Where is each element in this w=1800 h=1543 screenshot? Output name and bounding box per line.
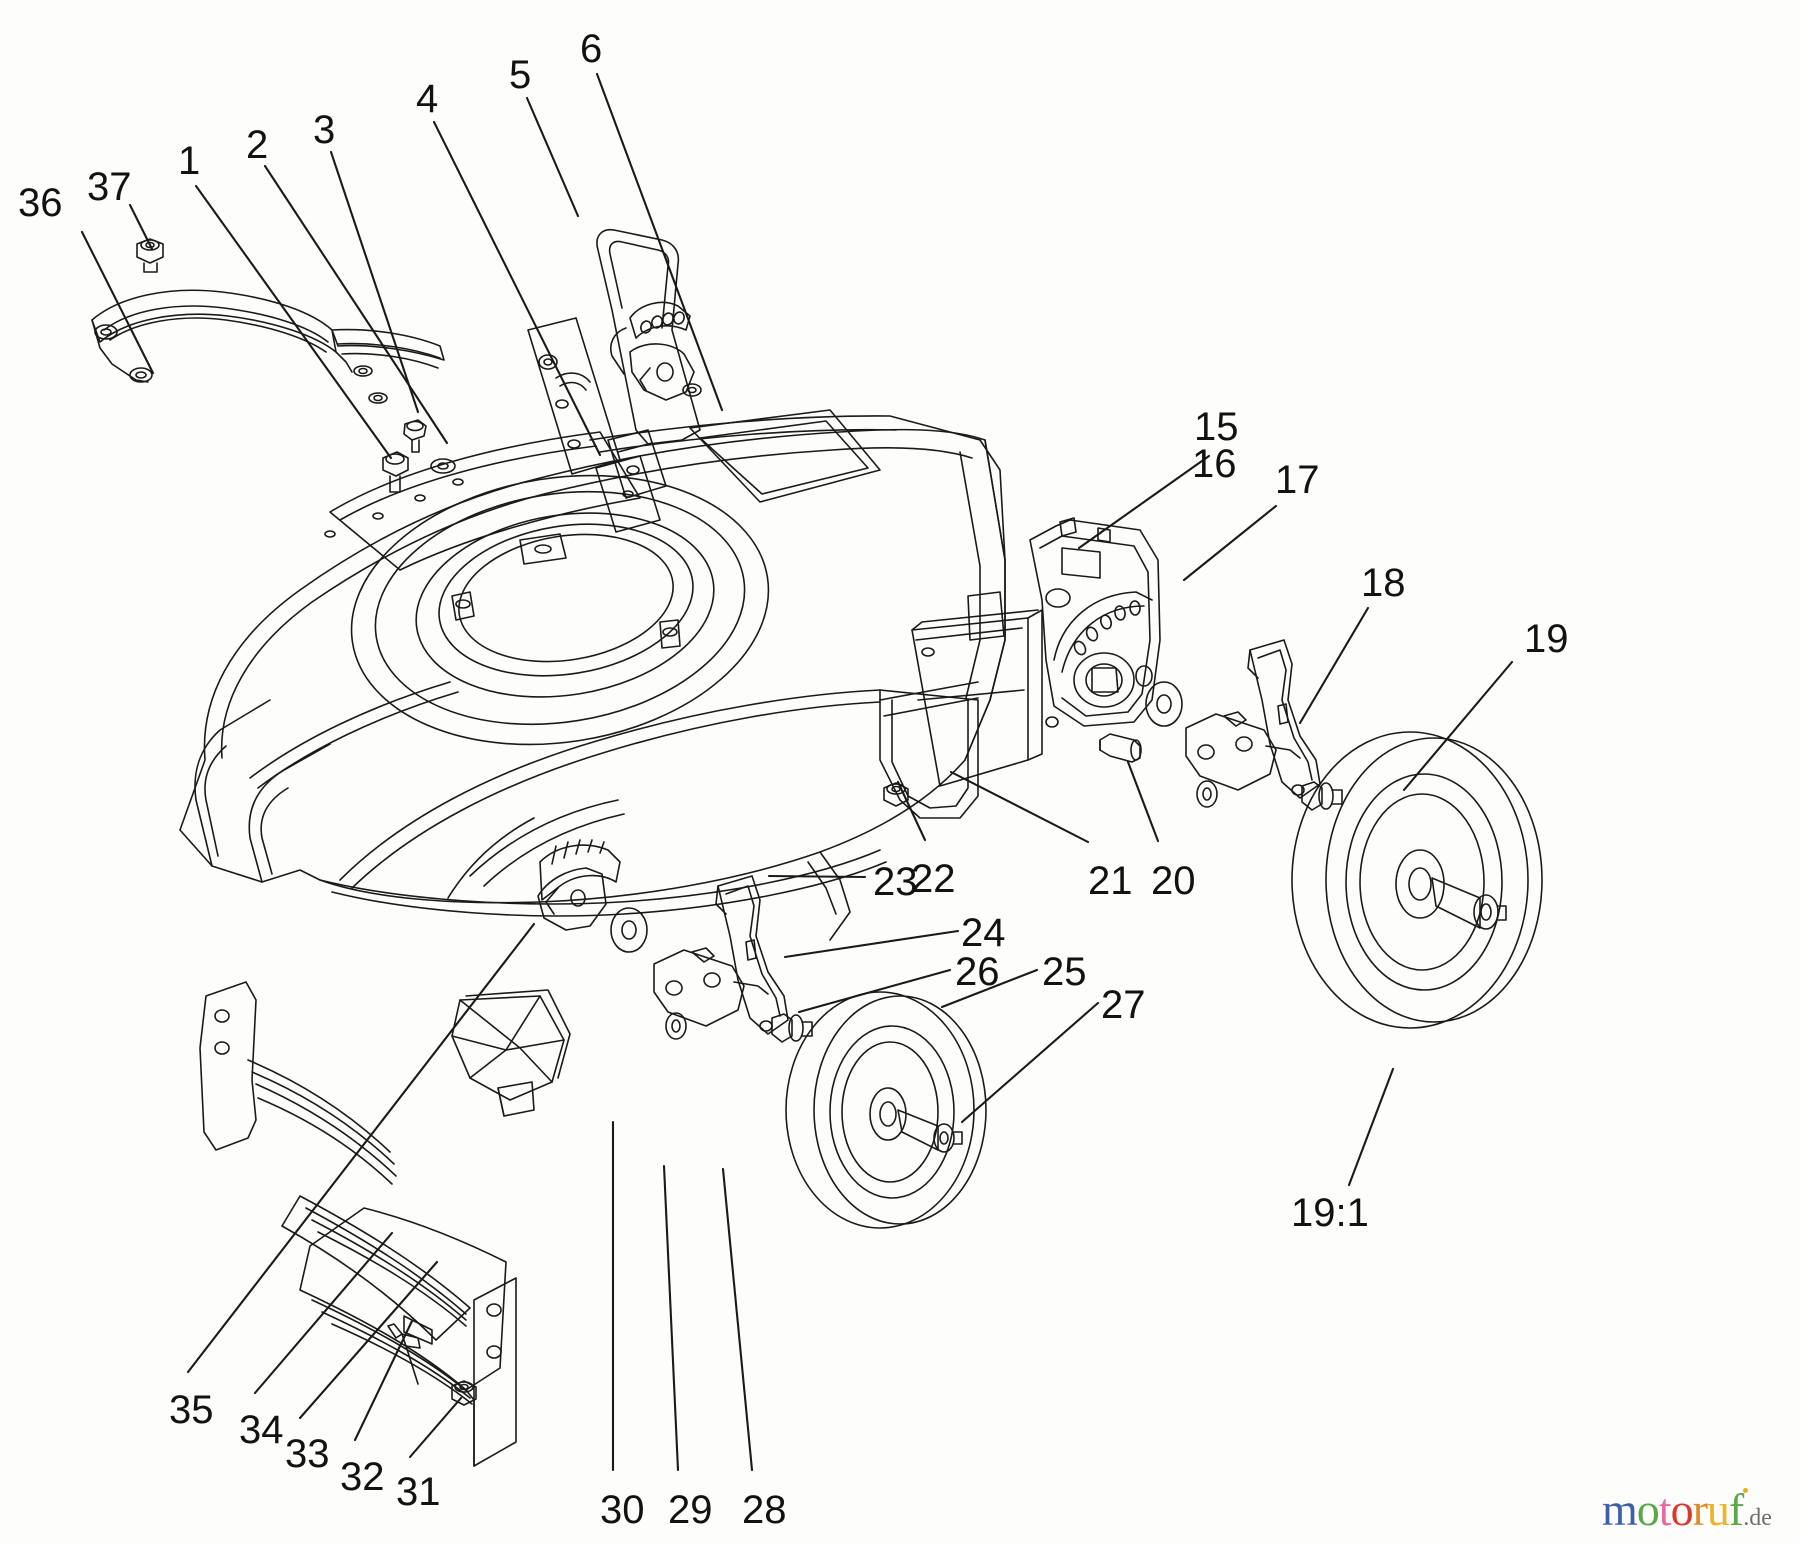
part-36-rear-bracket xyxy=(91,289,445,383)
mower-deck-housing xyxy=(179,409,1006,941)
part-6-mount-plate xyxy=(527,317,621,475)
callout-30: 30 xyxy=(600,1488,645,1532)
watermark-letter: f xyxy=(1729,1484,1748,1535)
callout-33: 33 xyxy=(285,1432,330,1476)
part-37-nut xyxy=(136,238,164,273)
part-22-nut xyxy=(883,782,909,807)
callout-32: 32 xyxy=(340,1455,385,1499)
part-31-nut xyxy=(451,1380,477,1406)
watermark-letter: u xyxy=(1706,1484,1730,1535)
watermark-letter: m xyxy=(1602,1484,1638,1535)
part-23-wheel-arm-left xyxy=(715,875,789,1035)
callout-4: 4 xyxy=(416,77,439,121)
watermark-letter: o xyxy=(1636,1484,1660,1535)
callout-27: 27 xyxy=(1101,983,1146,1027)
part-2-washer xyxy=(430,458,456,474)
part-small-washer-right xyxy=(1196,780,1218,808)
callout-16: 16 xyxy=(1192,442,1237,486)
part-29-small-washer xyxy=(665,1012,687,1040)
part-washer-right xyxy=(1145,681,1183,727)
callout-22: 22 xyxy=(911,857,956,901)
callout-26: 26 xyxy=(955,950,1000,994)
callout-34: 34 xyxy=(239,1408,284,1452)
mulch-plug-funnel xyxy=(451,989,571,1117)
watermark-letter: t xyxy=(1658,1484,1672,1535)
callout-36: 36 xyxy=(18,181,63,225)
callout-19-1: 19:1 xyxy=(1291,1191,1369,1235)
callout-3: 3 xyxy=(313,108,336,152)
part-bolt-right-wheel xyxy=(1301,781,1343,811)
callout-2: 2 xyxy=(246,123,269,167)
part-21-side-plate xyxy=(911,609,1043,787)
callout-29: 29 xyxy=(668,1488,713,1532)
callout-1: 1 xyxy=(178,139,201,183)
callout-25: 25 xyxy=(1042,950,1087,994)
part-17-wheel-bracket-arm xyxy=(1185,711,1301,791)
watermark-letter: o xyxy=(1670,1484,1694,1535)
callout-28: 28 xyxy=(742,1488,787,1532)
part-25-wheel-left xyxy=(785,991,987,1229)
callout-21: 21 xyxy=(1088,859,1133,903)
part-5-handle-bracket xyxy=(596,228,702,445)
callout-35: 35 xyxy=(169,1388,214,1432)
callout-19: 19 xyxy=(1524,617,1569,661)
callout-37: 37 xyxy=(87,165,132,209)
callout-20: 20 xyxy=(1151,859,1196,903)
part-35-curved-deflector xyxy=(199,981,397,1185)
leader-lines xyxy=(80,72,1514,1472)
part-19-wheel-right xyxy=(1291,731,1543,1029)
watermark-letter: r xyxy=(1692,1484,1708,1535)
part-32-screw xyxy=(387,1323,421,1385)
hardware-cluster-small xyxy=(353,365,388,404)
part-18-wheel-arm xyxy=(1247,639,1321,799)
part-30-washer xyxy=(610,907,648,953)
motoruf-watermark: motoruf.de xyxy=(1602,1487,1772,1533)
watermark-tld: .de xyxy=(1743,1505,1772,1531)
callout-15: 15 xyxy=(1194,405,1239,449)
part-4-bracket-plate xyxy=(595,429,667,533)
watermark-accent-dot xyxy=(1742,1488,1748,1493)
callout-23: 23 xyxy=(873,860,918,904)
part-15-16-17-height-adjuster xyxy=(1029,517,1161,728)
callout-17: 17 xyxy=(1275,458,1320,502)
callout-18: 18 xyxy=(1361,561,1406,605)
part-1-bolt xyxy=(382,451,409,493)
part-3-screw xyxy=(403,419,427,453)
deck-height-ratchet xyxy=(537,839,621,931)
part-24-wheel-bracket xyxy=(653,947,769,1027)
callout-6: 6 xyxy=(580,27,603,71)
callout-5: 5 xyxy=(509,53,532,97)
callout-24: 24 xyxy=(961,911,1006,955)
callout-31: 31 xyxy=(396,1470,441,1514)
part-20-bolt xyxy=(1099,733,1142,763)
